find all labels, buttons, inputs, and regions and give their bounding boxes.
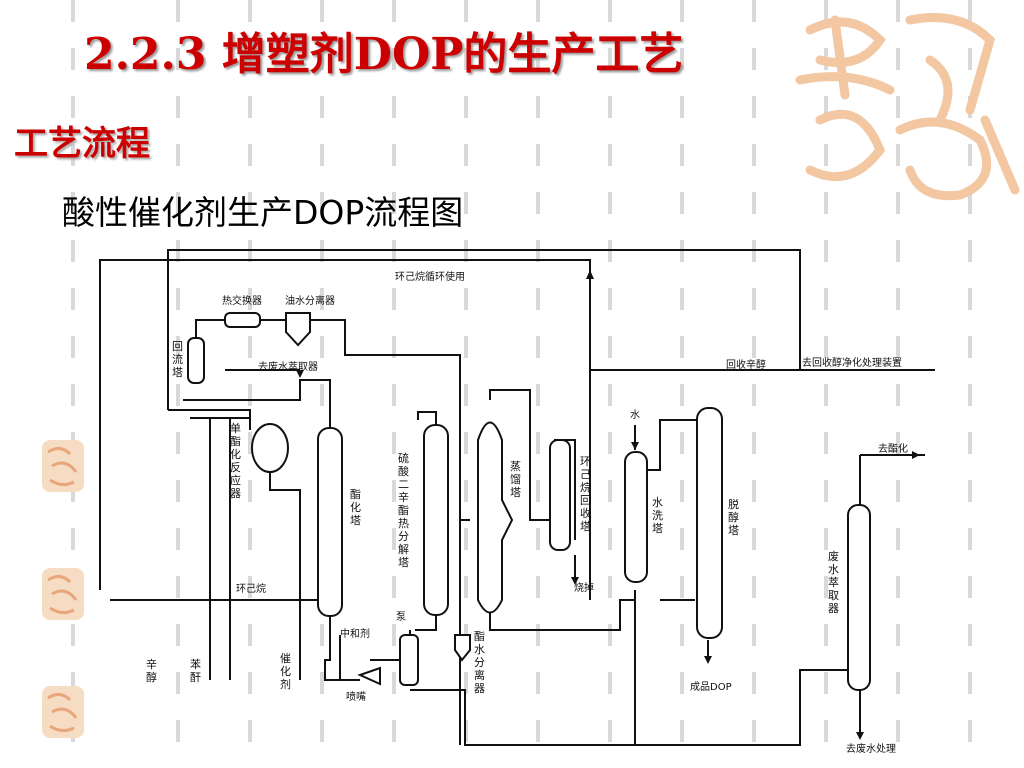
section-subtitle: 工艺流程 (14, 124, 150, 164)
distillation-tower-shape (477, 421, 514, 614)
phthalic-anhydride-label: 苯酐 (190, 657, 201, 684)
cyclohexane-label: 环己烷 (236, 582, 266, 595)
to-esterification-label: 去酯化 (878, 442, 908, 455)
burn-off-label: 烧掉 (574, 581, 594, 594)
decorative-seal-icon (42, 568, 84, 620)
reflux-tower-shape (187, 337, 205, 384)
recycle-label: 环己烷循环使用 (395, 270, 465, 283)
esterification-tower-label: 酯化塔 (350, 488, 361, 527)
waste-water-extractor-target-label: 去废水萃取器 (258, 360, 318, 373)
dealcoholization-tower-shape (696, 407, 723, 639)
oil-water-separator-label: 油水分离器 (285, 294, 335, 307)
waste-water-treatment-label: 去废水处理 (846, 742, 896, 755)
finished-dop-label: 成品DOP (690, 681, 732, 693)
waste-extractor-shape (847, 504, 871, 691)
ester-separator-shape (454, 634, 471, 662)
heat-exchanger-label: 热交换器 (222, 294, 262, 307)
pump-label: 泵 (396, 611, 406, 623)
nozzle-label: 喷嘴 (346, 691, 366, 703)
slide-title: 2.2.3 增塑剂DOP的生产工艺 (84, 29, 684, 80)
alcohol-purification-label: 去回收醇净化处理装置 (802, 356, 902, 369)
catalyst-label: 催化剂 (280, 651, 291, 691)
heat-exchanger-shape (224, 312, 261, 328)
oil-water-separator-shape (285, 312, 311, 347)
octanol-label: 辛醇 (146, 657, 157, 684)
dealcoholization-tower-label: 脱醇塔 (728, 497, 739, 537)
decomposition-tower-shape (423, 424, 449, 616)
decorative-seal-icon (42, 440, 84, 492)
decorative-seal-icon (795, 13, 1020, 201)
decomposition-tower-label: 硫酸二辛酯热分解塔 (398, 451, 409, 569)
water-wash-tower-label: 水洗塔 (652, 496, 663, 535)
waste-extractor-label: 废水萃取器 (828, 549, 839, 615)
nozzle-shape (357, 666, 381, 686)
decorative-seal-icon (42, 686, 84, 738)
neutralizer-label: 中和剂 (340, 627, 370, 640)
diagram-caption: 酸性催化剂生产DOP流程图 (62, 193, 464, 232)
pump-shape (399, 634, 419, 686)
distillation-tower-label: 蒸馏塔 (510, 460, 521, 499)
reactor-shape (251, 423, 289, 473)
water-wash-tower-shape (624, 451, 648, 583)
process-flow-diagram: 环己烷循环使用 热交换器 油水分离器 去废水萃取器 回收辛醇 去回收醇净化处理装… (99, 249, 935, 755)
esterification-tower-shape (317, 427, 343, 617)
recycle-line (99, 259, 591, 600)
recovery-tower-label: 环己烷回收塔 (580, 455, 591, 533)
mono-ester-reactor-label: 单酯化反应器 (230, 422, 241, 500)
ester-separator-label: 酯水分离器 (474, 630, 485, 695)
water-label: 水 (630, 409, 640, 421)
recovery-tower-shape (549, 439, 571, 551)
recover-octanol-label: 回收辛醇 (726, 358, 766, 371)
reflux-tower-label: 回流塔 (172, 340, 183, 379)
